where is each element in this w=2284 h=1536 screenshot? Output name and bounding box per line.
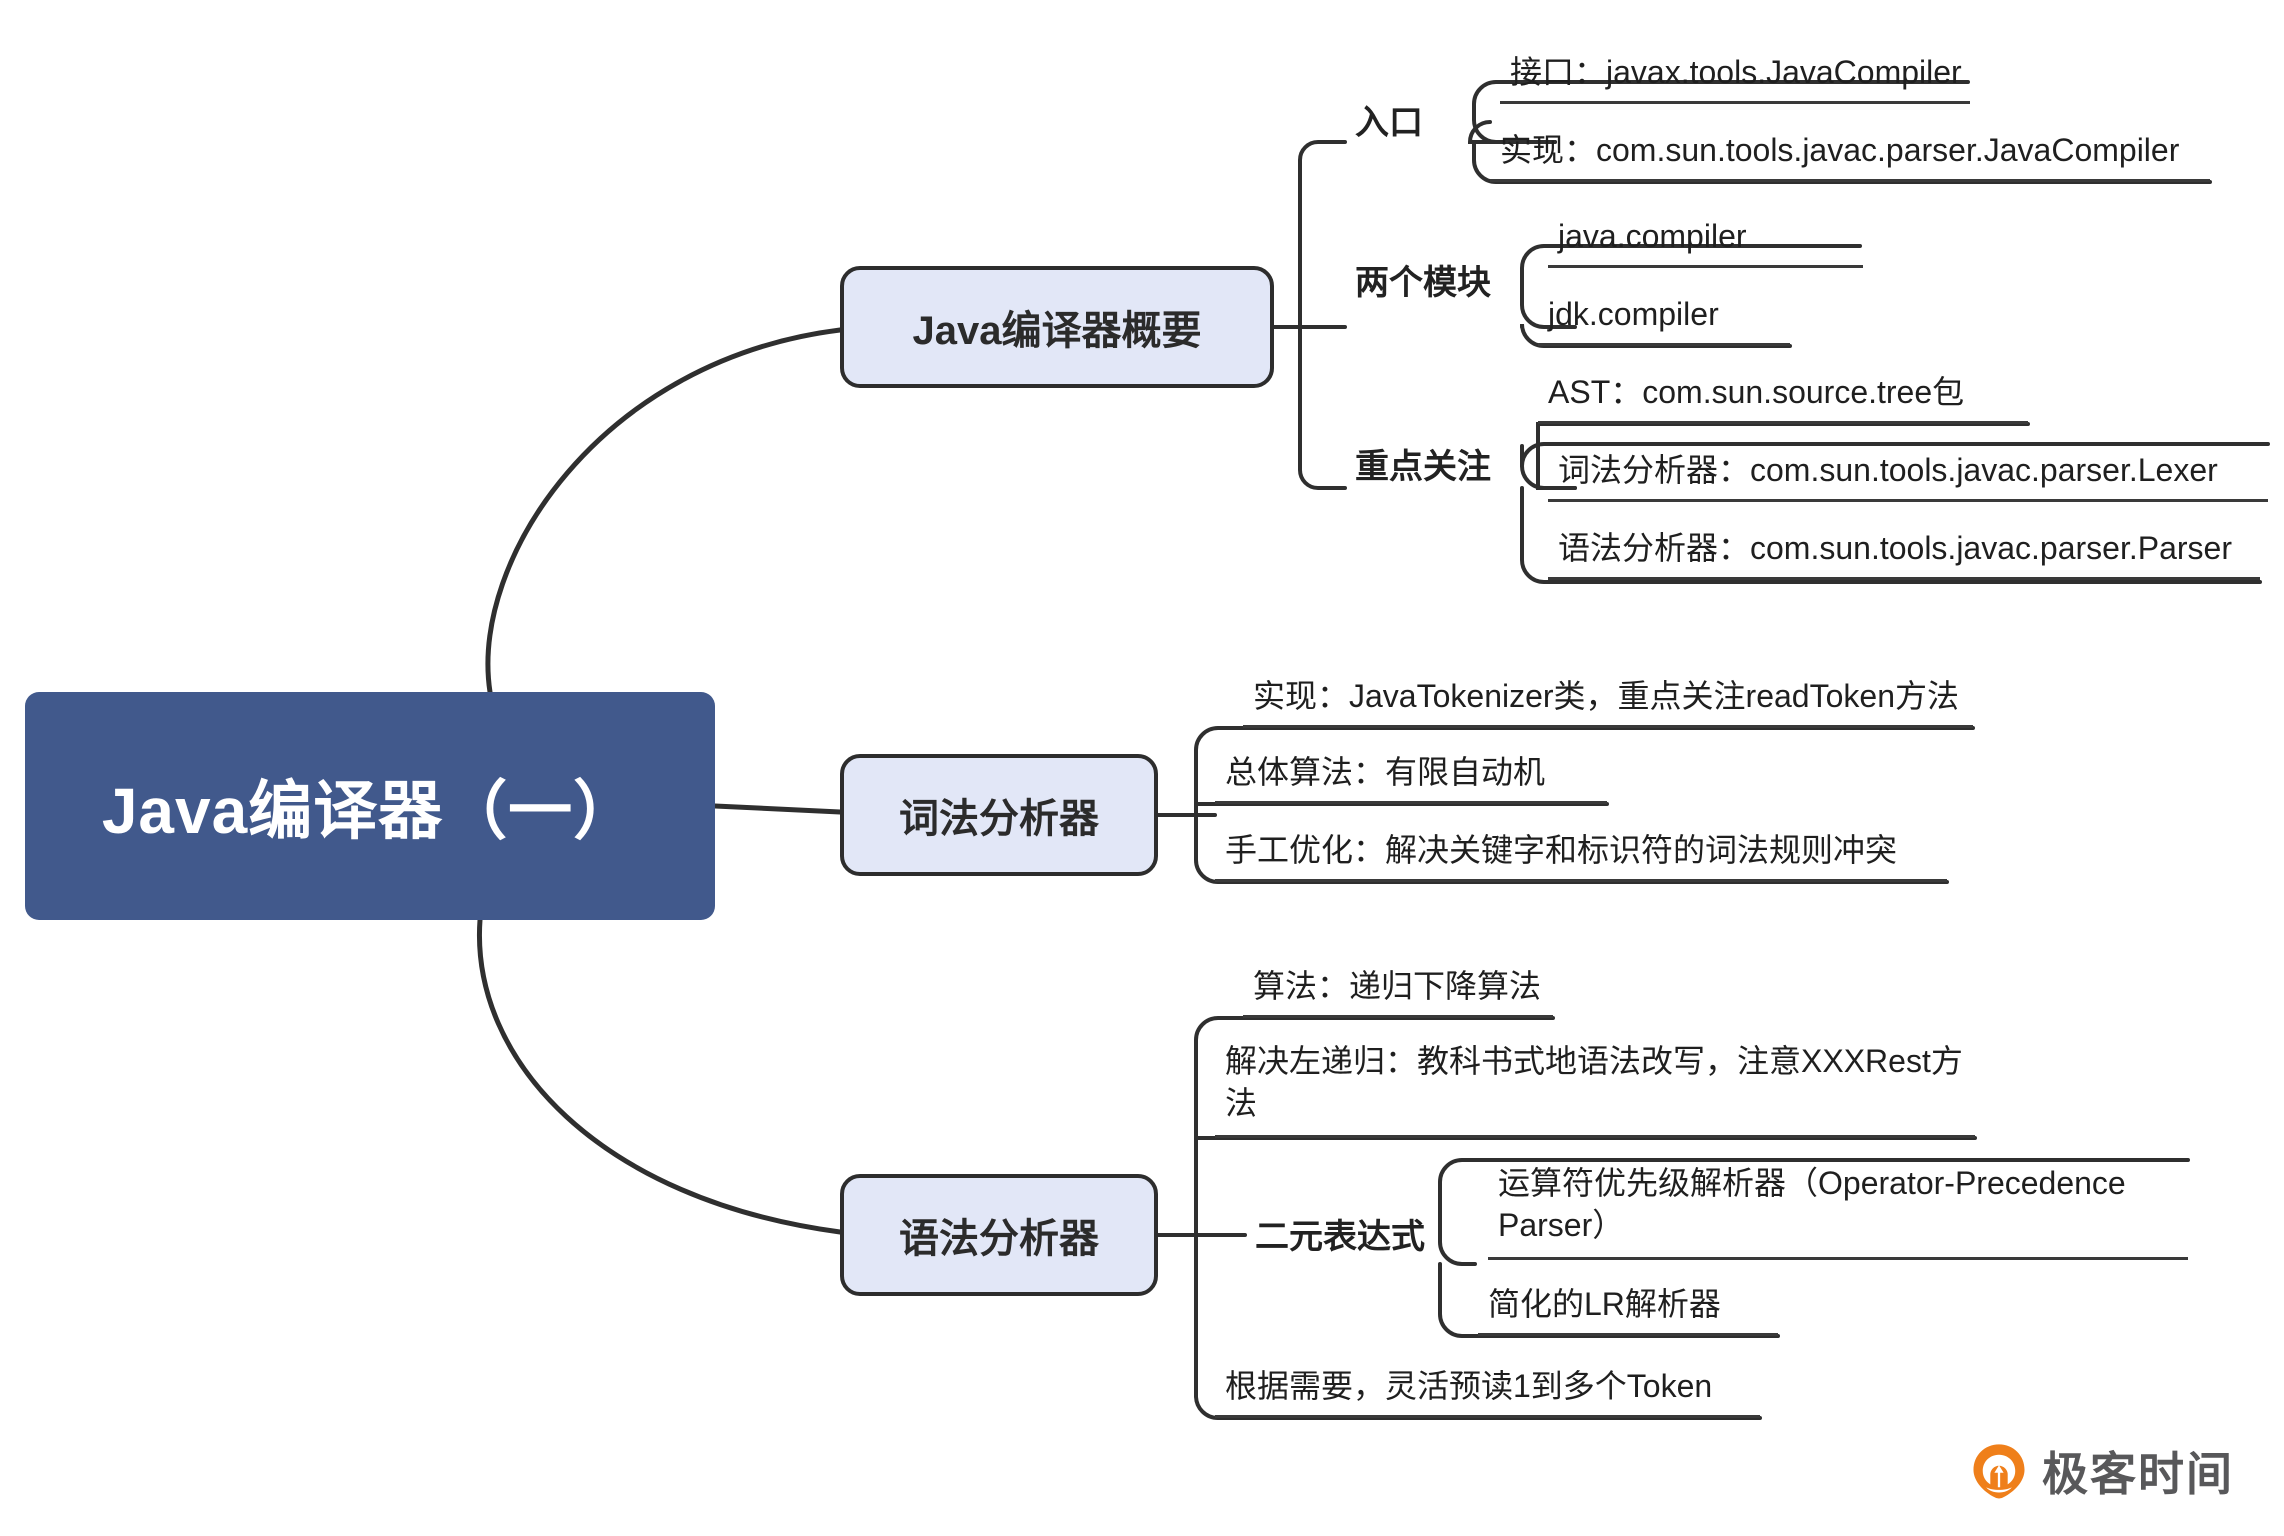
leaf-item-label: 简化的LR解析器 bbox=[1488, 1285, 1721, 1322]
branch-node-label: Java编译器概要 bbox=[912, 309, 1202, 353]
leaf-item-label: 运算符优先级解析器（Operator-Precedence Parser） bbox=[1498, 1165, 2126, 1244]
geektime-logo: 极客时间 bbox=[1970, 1438, 2234, 1504]
leaf-item-lexer-class[interactable]: 词法分析器：com.sun.tools.javac.parser.Lexer bbox=[1548, 446, 2268, 502]
leaf-item-manual-optimization[interactable]: 手工优化：解决关键字和标识符的词法规则冲突 bbox=[1215, 826, 1947, 882]
leaf-item-label: java.compiler bbox=[1558, 217, 1747, 254]
leaf-item-recursive-descent[interactable]: 算法：递归下降算法 bbox=[1243, 962, 1553, 1018]
geektime-wordmark: 极客时间 bbox=[2042, 1448, 2234, 1500]
subbranch-label: 两个模块 bbox=[1355, 264, 1491, 302]
branch-node-lexer[interactable]: 词法分析器 bbox=[840, 754, 1158, 876]
leaf-item-label: 语法分析器：com.sun.tools.javac.parser.Parser bbox=[1558, 529, 2232, 566]
subbranch-label: 二元表达式 bbox=[1255, 1218, 1425, 1256]
leaf-item-label: 总体算法：有限自动机 bbox=[1225, 753, 1546, 790]
root-node[interactable]: Java编译器（一） bbox=[25, 692, 715, 920]
branch-node-label: 词法分析器 bbox=[899, 797, 1099, 841]
leaf-item-label: 词法分析器：com.sun.tools.javac.parser.Lexer bbox=[1558, 451, 2218, 488]
leaf-item-jdk-compiler-module[interactable]: jdk.compiler bbox=[1538, 290, 1790, 346]
geektime-pin-icon bbox=[1973, 1444, 2025, 1499]
edge-root-to-cifa bbox=[712, 803, 843, 815]
leaf-item-simplified-lr-parser[interactable]: 简化的LR解析器 bbox=[1478, 1280, 1778, 1336]
leaf-item-parser-class[interactable]: 语法分析器：com.sun.tools.javac.parser.Parser bbox=[1548, 524, 2260, 580]
branch-node-java-compiler-overview[interactable]: Java编译器概要 bbox=[840, 266, 1274, 388]
leaf-item-label: AST：com.sun.source.tree包 bbox=[1548, 373, 1965, 410]
leaf-item-label: 实现：JavaTokenizer类，重点关注readToken方法 bbox=[1253, 677, 1959, 714]
leaf-item-java-compiler-module[interactable]: java.compiler bbox=[1548, 212, 1863, 268]
root-node-label: Java编译器（一） bbox=[101, 775, 639, 847]
leaf-item-operator-precedence-parser[interactable]: 运算符优先级解析器（Operator-Precedence Parser） bbox=[1488, 1160, 2188, 1260]
leaf-item-label: jdk.compiler bbox=[1548, 295, 1719, 332]
subbranch-label: 重点关注 bbox=[1355, 448, 1491, 486]
subbranch-label: 入口 bbox=[1355, 104, 1423, 142]
subbranch-key-focus[interactable]: 重点关注 bbox=[1345, 434, 1575, 494]
subbranch-entry[interactable]: 入口 bbox=[1345, 90, 1555, 150]
leaf-item-label: 算法：递归下降算法 bbox=[1253, 967, 1542, 1004]
leaf-item-label: 手工优化：解决关键字和标识符的词法规则冲突 bbox=[1225, 831, 1898, 868]
edge-root-to-yufa bbox=[476, 917, 843, 1235]
leaf-item-label: 接口：javax.tools.JavaCompiler bbox=[1510, 53, 1962, 90]
edge-root-to-gaiyao bbox=[485, 327, 843, 695]
leaf-item-label: 实现：com.sun.tools.javac.parser.JavaCompil… bbox=[1500, 131, 2180, 168]
edge-gaiyao-spine-down bbox=[1298, 325, 1347, 490]
branch-node-label: 语法分析器 bbox=[899, 1217, 1099, 1261]
leaf-item-label: 根据需要，灵活预读1到多个Token bbox=[1225, 1367, 1713, 1404]
branch-node-parser[interactable]: 语法分析器 bbox=[840, 1174, 1158, 1296]
leaf-item-tokenizer-impl[interactable]: 实现：JavaTokenizer类，重点关注readToken方法 bbox=[1243, 672, 1973, 728]
leaf-item-ast-package[interactable]: AST：com.sun.source.tree包 bbox=[1538, 368, 2028, 424]
subbranch-two-modules[interactable]: 两个模块 bbox=[1345, 250, 1575, 310]
leaf-item-token-lookahead[interactable]: 根据需要，灵活预读1到多个Token bbox=[1215, 1362, 1760, 1418]
leaf-item-left-recursion[interactable]: 解决左递归：教科书式地语法改写，注意XXXRest方法 bbox=[1215, 1038, 1975, 1138]
leaf-item-implementation[interactable]: 实现：com.sun.tools.javac.parser.JavaCompil… bbox=[1490, 126, 2210, 182]
leaf-item-label: 解决左递归：教科书式地语法改写，注意XXXRest方法 bbox=[1225, 1043, 1963, 1122]
edge-gaiyao-spine bbox=[1272, 140, 1347, 329]
subbranch-binary-expression[interactable]: 二元表达式 bbox=[1245, 1204, 1475, 1264]
leaf-item-overall-algorithm[interactable]: 总体算法：有限自动机 bbox=[1215, 748, 1607, 804]
leaf-item-interface[interactable]: 接口：javax.tools.JavaCompiler bbox=[1500, 48, 1970, 104]
